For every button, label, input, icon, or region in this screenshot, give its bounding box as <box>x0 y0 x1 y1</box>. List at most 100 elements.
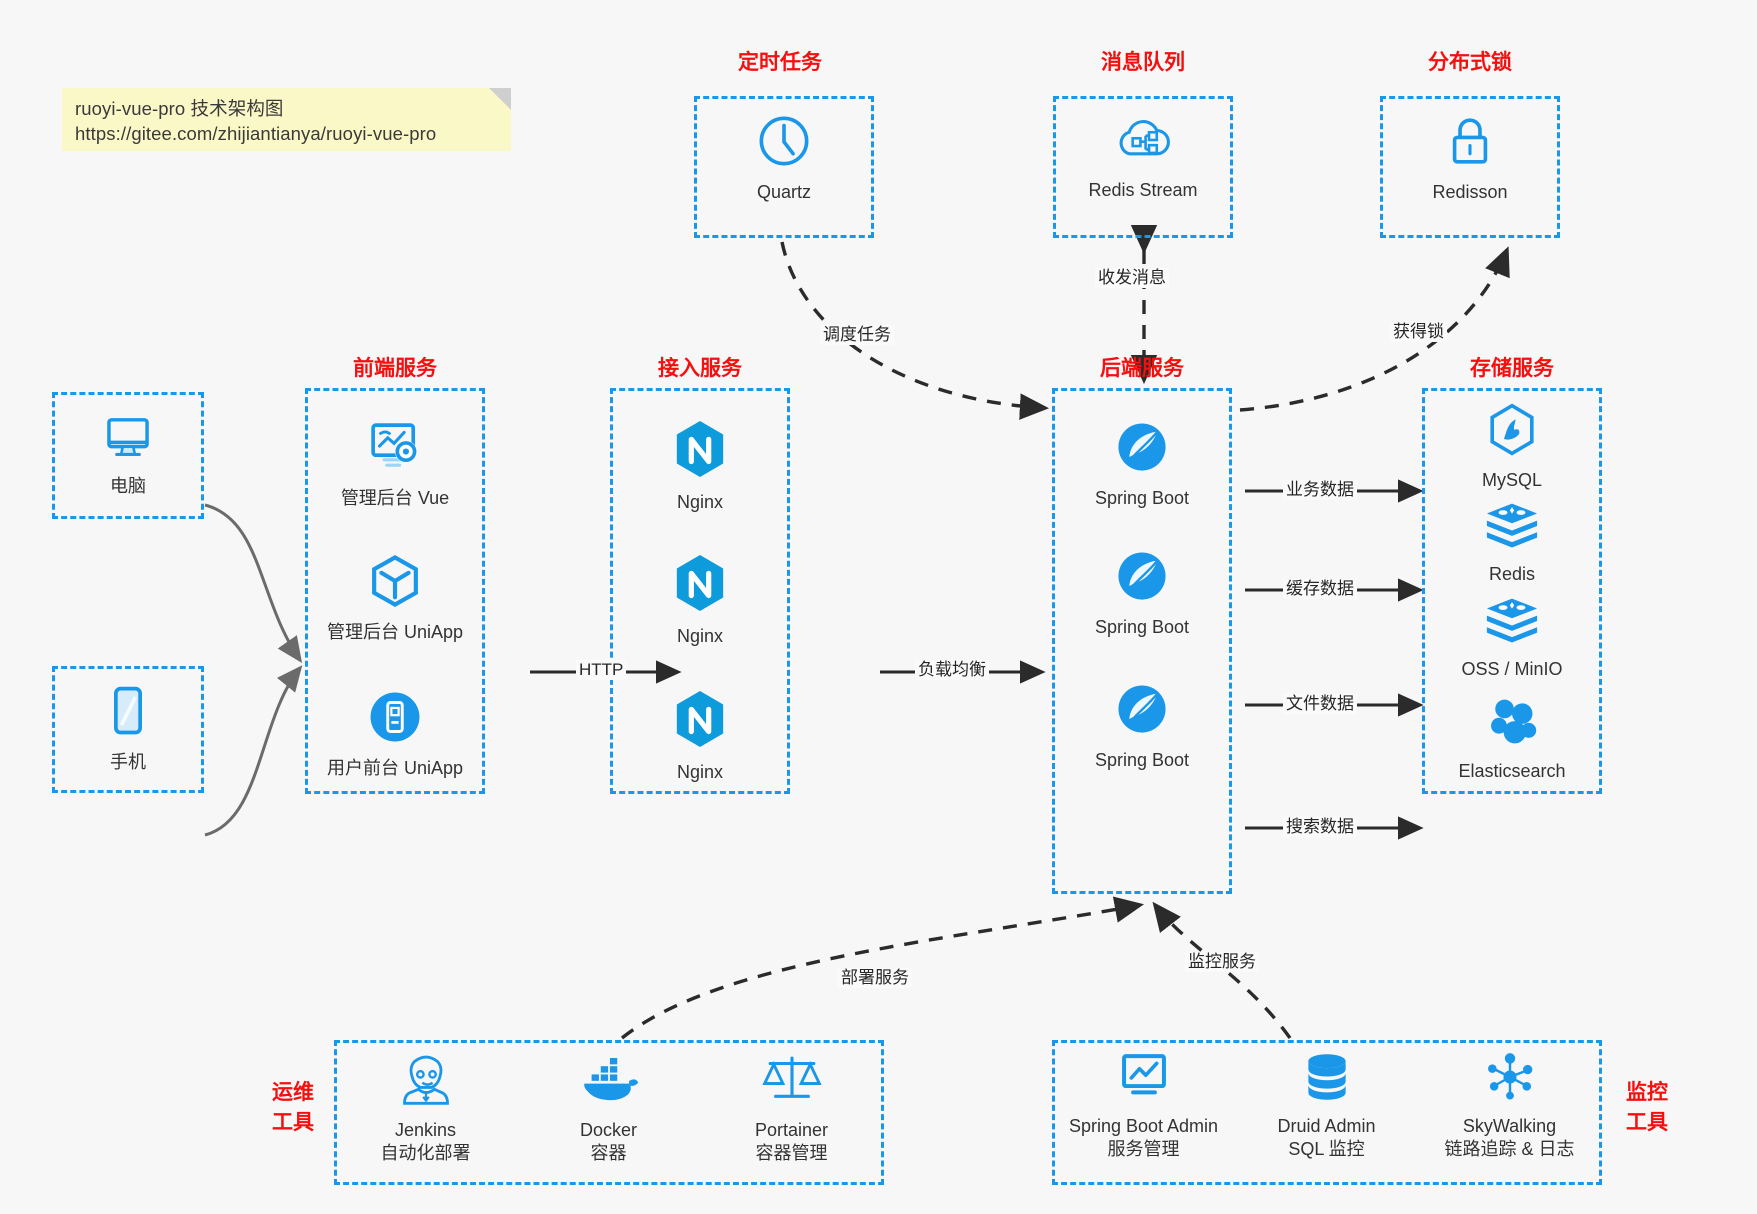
node-sublabel: 服务管理 <box>1107 1139 1180 1159</box>
mobile-app-icon <box>366 688 424 751</box>
note-fold-corner <box>489 88 511 110</box>
node-user-uniapp[interactable]: 用户前台 UniApp <box>305 688 485 780</box>
message-queue-box <box>1053 96 1233 238</box>
node-sublabel: 链路追踪 & 日志 <box>1444 1139 1575 1159</box>
node-skywalking[interactable]: SkyWalking 链路追踪 & 日志 <box>1418 1050 1601 1161</box>
edge-label-acquire-lock: 获得锁 <box>1390 322 1447 342</box>
node-druid-admin[interactable]: Druid Admin SQL 监控 <box>1235 1050 1418 1161</box>
node-mysql[interactable]: MySQL <box>1422 402 1602 492</box>
devops-tools-box <box>334 1040 884 1185</box>
node-label: Druid Admin <box>1277 1116 1376 1136</box>
edge-label-schedule-task: 调度任务 <box>820 325 894 345</box>
group-title-gateway: 接入服务 <box>658 357 742 380</box>
spring-boot-icon <box>1113 547 1171 610</box>
node-spring-boot-2[interactable]: Spring Boot <box>1052 547 1232 639</box>
edge-label-file-data: 文件数据 <box>1283 694 1357 714</box>
redis-icon <box>1483 500 1541 557</box>
node-redis-stream[interactable]: Redis Stream <box>1053 112 1233 202</box>
redis-icon <box>1483 595 1541 652</box>
node-oss-minio[interactable]: OSS / MinIO <box>1422 595 1602 681</box>
skywalking-node-icon <box>1482 1050 1538 1109</box>
node-label: Redis <box>1488 564 1536 584</box>
group-title-monitor: 监控 工具 <box>1612 1078 1682 1138</box>
node-sublabel: 容器管理 <box>755 1143 828 1163</box>
node-spring-boot-1[interactable]: Spring Boot <box>1052 418 1232 510</box>
node-portainer[interactable]: Portainer 容器管理 <box>700 1050 883 1165</box>
node-label: Spring Boot <box>1094 488 1190 508</box>
backend-service-box <box>1052 388 1232 894</box>
nginx-icon <box>672 552 728 619</box>
node-redisson[interactable]: Redisson <box>1380 112 1560 204</box>
group-title-message-queue: 消息队列 <box>1101 51 1185 74</box>
smartphone-icon <box>107 684 149 745</box>
node-nginx-2[interactable]: Nginx <box>610 552 790 648</box>
edge-label-monitor-service: 监控服务 <box>1185 952 1259 972</box>
node-label: Spring Boot Admin <box>1068 1116 1219 1136</box>
cube-icon <box>366 552 424 615</box>
edge-label-cache-data: 缓存数据 <box>1283 579 1357 599</box>
spring-boot-icon <box>1113 418 1171 481</box>
monitor-title-line1: 监控 <box>1626 1081 1668 1104</box>
monitor-chart-icon <box>1115 1050 1173 1109</box>
node-label: MySQL <box>1481 470 1542 490</box>
node-jenkins[interactable]: Jenkins 自动化部署 <box>334 1050 517 1165</box>
node-label: 电脑 <box>110 476 146 496</box>
desktop-monitor-icon <box>100 412 156 469</box>
group-title-backend: 后端服务 <box>1100 357 1184 380</box>
monitor-tools-box <box>1052 1040 1602 1185</box>
mysql-icon <box>1485 402 1539 463</box>
frontend-service-box <box>305 388 485 794</box>
phone-box <box>52 666 204 793</box>
docker-whale-icon <box>577 1050 641 1113</box>
node-label: 手机 <box>110 752 146 772</box>
storage-service-box <box>1422 388 1602 794</box>
group-title-storage: 存储服务 <box>1470 357 1554 380</box>
node-label: Quartz <box>756 182 812 202</box>
node-redis[interactable]: Redis <box>1422 500 1602 586</box>
database-stack-icon <box>1300 1050 1354 1109</box>
group-title-frontend: 前端服务 <box>353 357 437 380</box>
node-spring-boot-admin[interactable]: Spring Boot Admin 服务管理 <box>1052 1050 1235 1161</box>
elasticsearch-icon <box>1484 695 1540 754</box>
node-docker[interactable]: Docker 容器 <box>517 1050 700 1165</box>
note-url-line: https://gitee.com/zhijiantianya/ruoyi-vu… <box>75 123 437 144</box>
node-label: 用户前台 UniApp <box>326 758 464 778</box>
edge-label-http: HTTP <box>576 660 627 680</box>
node-label: Elasticsearch <box>1458 761 1566 781</box>
node-label: Nginx <box>676 492 724 512</box>
node-label: Redis Stream <box>1088 180 1198 200</box>
clock-icon <box>755 112 813 175</box>
node-phone[interactable]: 手机 <box>52 684 204 774</box>
node-admin-uniapp[interactable]: 管理后台 UniApp <box>305 552 485 644</box>
edge-label-send-receive-message: 收发消息 <box>1095 268 1169 288</box>
node-label: SkyWalking <box>1462 1116 1557 1136</box>
group-title-scheduled-task: 定时任务 <box>738 51 822 74</box>
node-nginx-3[interactable]: Nginx <box>610 688 790 784</box>
node-spring-boot-3[interactable]: Spring Boot <box>1052 680 1232 772</box>
node-label: Nginx <box>676 626 724 646</box>
node-label: Spring Boot <box>1094 617 1190 637</box>
note-title-line: ruoyi-vue-pro 技术架构图 <box>75 98 284 119</box>
distributed-lock-box <box>1380 96 1560 238</box>
node-label: Redisson <box>1432 182 1508 202</box>
title-sticky-note: ruoyi-vue-pro 技术架构图 https://gitee.com/zh… <box>62 88 511 151</box>
jenkins-butler-icon <box>396 1050 456 1113</box>
edge-label-business-data: 业务数据 <box>1283 480 1357 500</box>
node-sublabel: SQL 监控 <box>1288 1139 1365 1159</box>
node-admin-vue[interactable]: 管理后台 Vue <box>305 418 485 510</box>
devops-title-line2: 工具 <box>272 1111 314 1134</box>
edge-label-search-data: 搜索数据 <box>1283 817 1357 837</box>
lock-icon <box>1442 112 1498 175</box>
node-computer[interactable]: 电脑 <box>52 412 204 498</box>
node-quartz[interactable]: Quartz <box>694 112 874 204</box>
nginx-icon <box>672 688 728 755</box>
node-label: Docker <box>579 1120 637 1140</box>
dashboard-gear-icon <box>364 418 426 481</box>
node-nginx-1[interactable]: Nginx <box>610 418 790 514</box>
edge-label-deploy-service: 部署服务 <box>838 968 912 988</box>
gateway-service-box <box>610 388 790 794</box>
group-title-devops: 运维 工具 <box>258 1078 328 1138</box>
node-elasticsearch[interactable]: Elasticsearch <box>1422 695 1602 783</box>
monitor-title-line2: 工具 <box>1626 1111 1668 1134</box>
node-sublabel: 自动化部署 <box>380 1143 471 1163</box>
